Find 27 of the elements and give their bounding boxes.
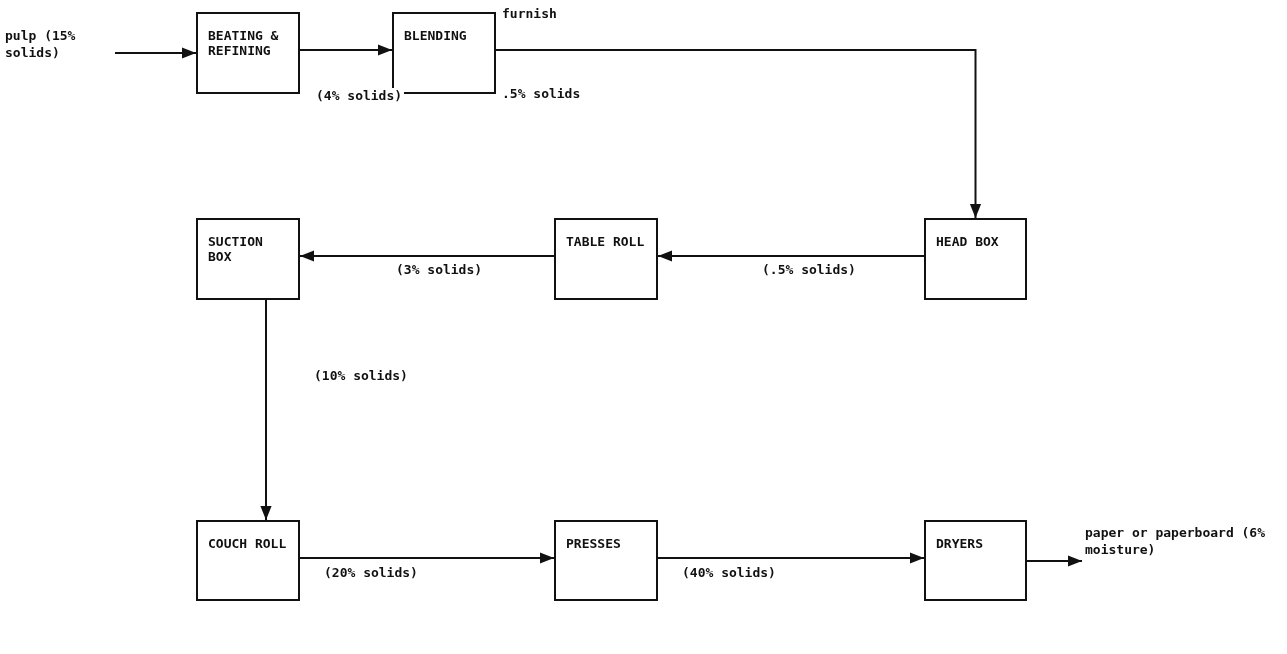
- arrow: [114, 47, 197, 59]
- arrow: [299, 250, 555, 262]
- box-label: TABLE ROLL: [566, 234, 646, 249]
- arrow: [1026, 555, 1083, 567]
- process-box: [554, 520, 658, 601]
- process-box: [924, 520, 1027, 601]
- box-label: HEAD BOX: [936, 234, 1000, 249]
- box-label: DRYERS: [936, 536, 984, 551]
- box-label: BEATING & REFINING: [208, 28, 280, 58]
- box-label: COUCH ROLL: [208, 536, 288, 551]
- box-label: SUCTION BOX: [208, 234, 264, 264]
- process-box: [924, 218, 1027, 300]
- process-box: [554, 218, 658, 300]
- box-label: BLENDING: [404, 28, 468, 43]
- arrow: [657, 552, 925, 564]
- process-box: [196, 218, 300, 300]
- process-box: [196, 12, 300, 94]
- flow-text: pulp (15% solids): [5, 28, 77, 62]
- box-label: PRESSES: [566, 536, 622, 551]
- arrow: [299, 44, 393, 56]
- arrow: [495, 49, 982, 219]
- arrow: [260, 299, 272, 521]
- flow-text: paper or paperboard (6% moisture): [1085, 525, 1266, 559]
- arrow: [299, 552, 555, 564]
- arrow: [657, 250, 925, 262]
- process-box: [196, 520, 300, 601]
- edge-label: furnish: [500, 6, 559, 21]
